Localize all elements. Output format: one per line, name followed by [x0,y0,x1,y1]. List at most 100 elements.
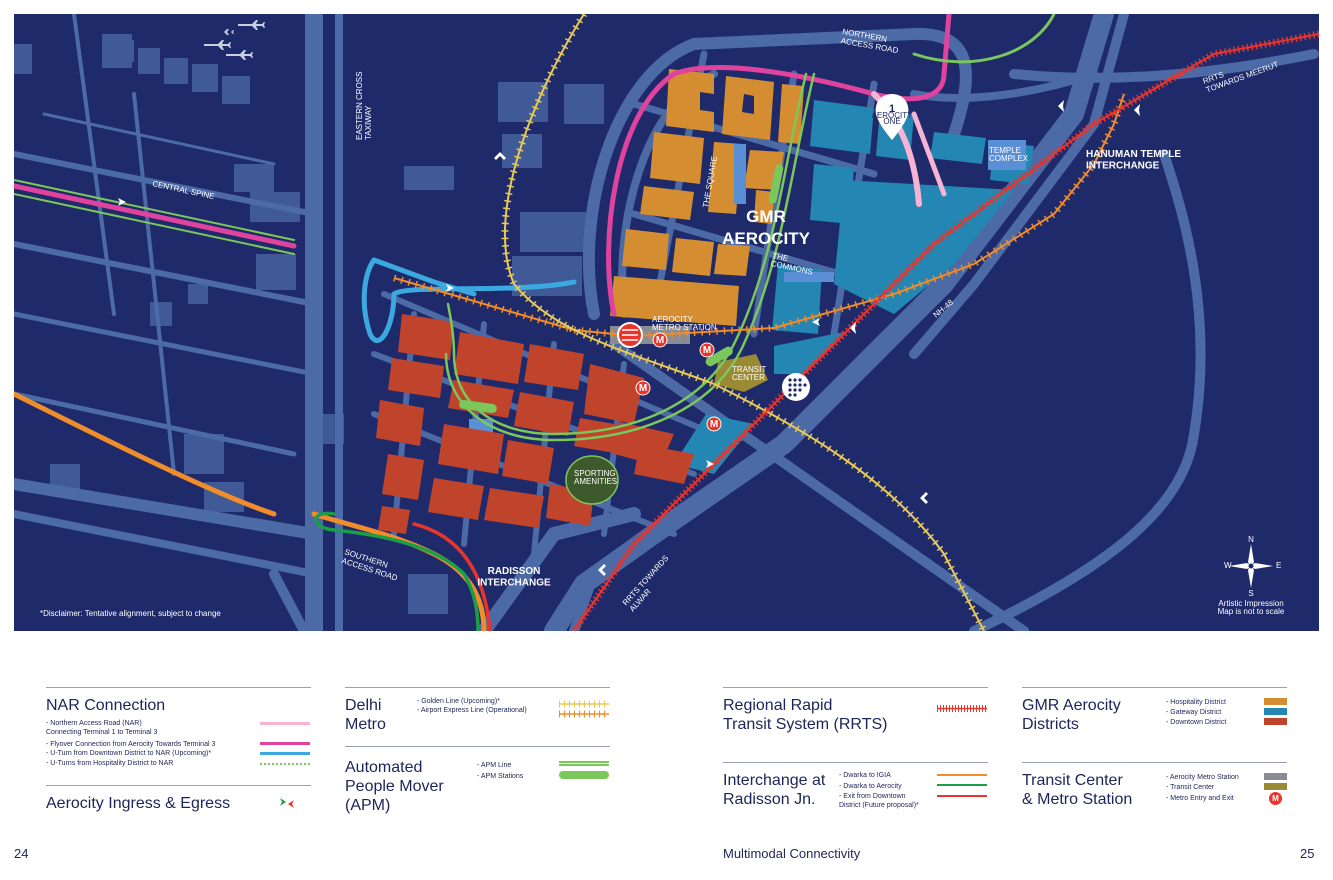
metro-m-2: M [703,345,711,356]
metro-m-letters: M M M M [639,335,718,430]
eastern-cross-taxiway-label: EASTERN CROSSTAXIWAY [355,72,373,140]
metro-m-3: M [639,383,647,394]
legend-rule-metro [345,687,610,688]
apm-station-transit [705,346,733,367]
compass-icon [1229,544,1273,588]
compass-e: E [1276,561,1281,570]
legend-swatch-flyover [260,742,310,745]
legend-transit-item-3: - Metro Entry and Exit [1166,795,1234,802]
legend-rule-districts [1022,687,1287,688]
legend-districts-item-3: - Downtown District [1166,719,1227,726]
legend-rule-ingress [46,785,311,786]
legend-swatch-transit-center [1264,783,1287,790]
legend-metro-title: Delhi Metro [345,697,386,733]
legend-swatch-nar-road [260,722,310,725]
legend-districts-item-1: - Hospitality District [1166,699,1226,706]
legend-districts-title: GMR Aerocity Districts [1022,697,1121,733]
apm-station-square [768,164,784,204]
legend-nar-title: NAR Connection [46,697,166,714]
golden-line [501,14,988,631]
ingress-egress-icon [278,796,298,810]
legend-nar-item-3: - U-Turn from Downtown District to NAR (… [46,750,212,757]
the-square-strip [734,144,746,204]
page-number-right: 25 [1300,846,1315,861]
legend-swatch-dwarka-igia [937,774,987,776]
hospitality-district [610,69,804,326]
map-panel: M M M M 1 [14,14,1319,631]
legend-swatch-apm-stations [559,771,609,779]
metro-m-1: M [656,335,664,346]
legend-radisson-title: Interchange at Radisson Jn. [723,772,826,808]
compass-n: N [1248,535,1254,544]
legend-swatch-golden-line [559,695,609,708]
legend-rrts-title: Regional Rapid Transit System (RRTS) [723,697,888,733]
legend-radisson-item-1: - Dwarka to IGIA [839,772,891,779]
radisson-lines [14,391,492,631]
legend-transit-item-2: - Transit Center [1166,784,1215,791]
legend-swatch-hospitality [1264,698,1287,705]
legend-swatch-dwarka-aerocity [937,784,987,786]
aerocity-one-pin-icon [875,94,909,140]
legend-swatch-metro-station [1264,773,1287,780]
transit-center-block [714,354,768,392]
legend-ingress-title: Aerocity Ingress & Egress [46,795,231,812]
metro-entry-markers [635,332,722,432]
nar-lines [14,14,1056,343]
compass-w: W [1224,561,1232,570]
legend-nar-item-4: - U-Turns from Hospitality District to N… [46,760,174,767]
legend-rule-nar [46,687,311,688]
legend-districts-item-2: - Gateway District [1166,709,1222,716]
legend-rule-transit [1022,762,1287,763]
gmr-aerocity-line1: GMR [746,207,786,226]
legend-apm-item-1: - APM Line [477,762,512,769]
legend-nar-item-2: - Flyover Connection from Aerocity Towar… [46,741,216,748]
compass-s: S [1248,589,1253,598]
apm-station-downtown [459,399,497,414]
legend-swatch-airport-express [559,705,609,718]
legend-swatch-rrts [937,699,987,712]
airport-express-line [393,92,1128,340]
legend-swatch-gateway [1264,708,1287,715]
disclaimer-text: *Disclaimer: Tentative alignment, subjec… [40,609,221,618]
page-number-left: 24 [14,846,29,861]
legend-transit-item-1: - Aerocity Metro Station [1166,774,1239,781]
rrts-line [571,30,1319,631]
direction-chevrons [118,100,1140,576]
legend-rule-radisson [723,762,988,763]
legend-apm-item-2: - APM Stations [477,773,524,780]
downtown-district [376,314,694,534]
legend-radisson-item-3: - Exit from Downtown District (Future pr… [839,793,919,809]
legend-swatch-exit-downtown [937,795,987,797]
legend-swatch-downtown [1264,718,1287,725]
legend-nar-item-1: - Northern Access Road (NAR) Connecting … [46,720,158,736]
sporting-amenities-area [565,455,619,505]
apm-line [444,72,816,442]
legend-rule-apm [345,746,610,747]
delhi-metro-logo-icon [617,322,643,348]
legend-rule-rrts [723,687,988,688]
plane-icons [204,20,265,60]
legend-metro-item-1: - Golden Line (Upcoming)* [417,698,500,705]
legend-swatch-apm-line [559,761,609,766]
rrts-logo-icon [782,373,810,401]
metro-m-4: M [710,419,718,430]
legend-metro-entry-icon: M [1269,792,1282,805]
legend-metro-item-2: - Airport Express Line (Operational) [417,707,527,714]
the-commons-strip [784,272,834,282]
section-title: Multimodal Connectivity [723,846,861,861]
legend-swatch-uturn-downtown [260,752,310,755]
legend-swatch-uturn-hospitality [260,763,310,765]
aerocity-one-number: 1 [889,103,895,115]
gmr-aerocity-line2: AEROCITY [722,229,811,248]
map-canvas: M M M M 1 [14,14,1319,631]
legend-transit-title: Transit Center & Metro Station [1022,772,1133,808]
temple-complex-block [988,140,1026,170]
legend-radisson-item-2: - Dwarka to Aerocity [839,783,902,790]
